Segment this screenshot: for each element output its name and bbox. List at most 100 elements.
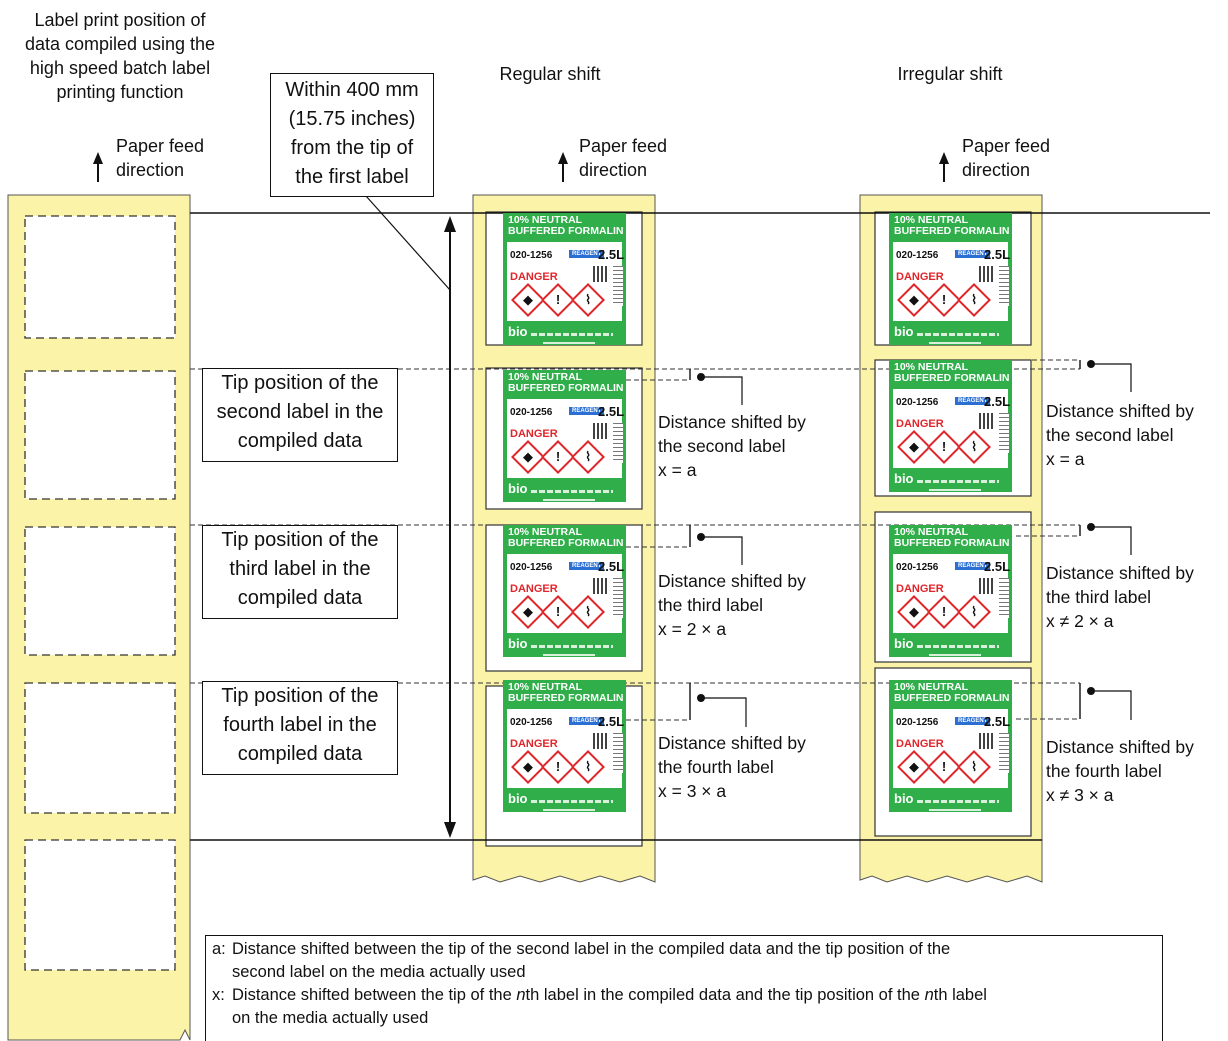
label-code: 020-1256 [896,717,939,728]
left-slot-1 [24,215,176,339]
label-footer [917,333,999,336]
label-footer-line [929,809,981,811]
label-volume: 2.5L [984,559,1011,574]
hazard-corrosion-icon: ⌇ [957,595,991,629]
shift-dimension-marks [689,360,1081,720]
qr-code-icon [979,733,995,749]
hazard-exclamation-icon: ! [927,283,961,317]
label-code: 020-1256 [896,562,939,573]
label-body: 020-1256 REAGENT 2.5L DANGER ◆ ! ⌇ [507,242,624,321]
paper-feed-label-regular: Paper feed direction [579,136,668,180]
label-fine-print [613,423,623,463]
paper-feed-arrows [93,152,949,182]
hazard-exclamation-icon: ! [541,595,575,629]
notes-box: a: Distance shifted between the tip of t… [205,935,1163,1041]
label-body: 020-1256 REAGENT 2.5L DANGER ◆ ! ⌇ [893,554,1011,633]
label-footer-line [929,342,981,344]
label-code: 020-1256 [510,717,553,728]
within-400mm-box: Within 400 mm (15.75 inches) from the ti… [270,73,434,197]
hazard-corrosion-icon: ⌇ [571,440,605,474]
label-footer-line [543,342,595,344]
hazard-health-icon: ◆ [897,595,931,629]
label-fine-print [999,733,1009,773]
label-body: 020-1256 REAGENT 2.5L DANGER ◆ ! ⌇ [893,242,1010,321]
label-volume: 2.5L [984,714,1011,729]
callout-dots [697,360,1095,702]
label-volume: 2.5L [984,394,1011,409]
label-volume: 2.5L [598,404,625,419]
paper-feed-label-irregular: Paper feed direction [962,136,1051,180]
irregular-shift-heading: Irregular shift [897,64,1003,84]
range-arrow [444,216,456,838]
hazard-health-icon: ◆ [511,595,545,629]
note-x: x: Distance shifted between the tip of t… [212,986,987,1027]
label-danger: DANGER [896,738,944,750]
label-reagent-badge: REAGENT [569,562,605,570]
hazard-health-icon: ◆ [897,283,931,317]
label-footer [917,480,999,483]
qr-code-icon [593,423,609,439]
label-brand: bio [508,481,528,496]
label-brand: bio [894,324,914,339]
hazard-exclamation-icon: ! [541,283,575,317]
label-body: 020-1256 REAGENT 2.5L DANGER ◆ ! ⌇ [507,399,625,478]
label-fine-print [613,266,623,306]
hazard-health-icon: ◆ [511,283,545,317]
label-brand: bio [894,636,914,651]
hazard-exclamation-icon: ! [927,595,961,629]
hazard-health-icon: ◆ [897,430,931,464]
label-brand: bio [508,324,528,339]
hazard-exclamation-icon: ! [927,750,961,784]
irregular-annotation-third: Distance shifted by the third label x ≠ … [1046,563,1194,631]
qr-code-icon [593,733,609,749]
label-footer-line [543,809,595,811]
hazard-health-icon: ◆ [511,750,545,784]
hazard-health-icon: ◆ [511,440,545,474]
left-slot-5 [24,839,176,971]
label-reagent-badge: REAGENT [955,717,991,725]
label-footer-line [929,654,981,656]
hazard-corrosion-icon: ⌇ [957,750,991,784]
label-danger: DANGER [896,418,944,430]
label-body: 020-1256 REAGENT 2.5L DANGER ◆ ! ⌇ [507,554,625,633]
hazard-exclamation-icon: ! [927,430,961,464]
regular-annotation-third: Distance shifted by the third label x = … [658,571,806,639]
label-danger: DANGER [896,271,944,283]
label-footer-line [929,489,981,491]
label-volume: 2.5L [598,559,625,574]
label-danger: DANGER [510,428,558,440]
left-label-slots [24,215,176,971]
tip-box-second: Tip position of the second label in the … [202,368,398,462]
hazard-corrosion-icon: ⌇ [957,283,991,317]
left-heading: Label print position of data compiled us… [24,10,216,102]
irregular-annotation-second: Distance shifted by the second label x =… [1046,401,1194,469]
paper-feed-label-left: Paper feed direction [116,136,205,180]
label-footer [917,800,999,803]
label-body: 020-1256 REAGENT 2.5L DANGER ◆ ! ⌇ [507,709,624,788]
left-slot-2 [24,370,176,500]
label-body: 020-1256 REAGENT 2.5L DANGER ◆ ! ⌇ [893,709,1011,788]
label-fine-print [999,266,1009,306]
label-footer [531,800,613,803]
label-fine-print [613,578,623,618]
label-danger: DANGER [510,583,558,595]
hazard-exclamation-icon: ! [541,440,575,474]
label-footer [531,490,613,493]
hazard-exclamation-icon: ! [541,750,575,784]
note-a: a: Distance shifted between the tip of t… [212,940,951,981]
label-footer-line [543,654,595,656]
label-footer-line [543,499,595,501]
within-box-leader [365,195,451,291]
label-reagent-badge: REAGENT [569,717,605,725]
